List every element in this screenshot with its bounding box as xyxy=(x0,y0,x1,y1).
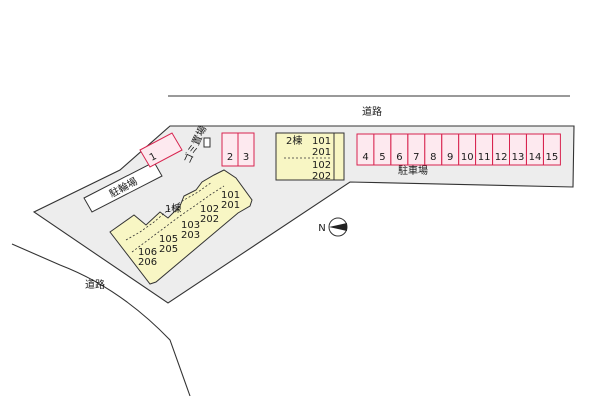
building-1-label: 1棟 xyxy=(165,202,181,215)
parking-stall-13: 13 xyxy=(509,133,527,166)
parking-stall-9-label: 9 xyxy=(447,152,453,163)
parking-stall-5: 5 xyxy=(373,133,392,166)
parking-stall-13-label: 13 xyxy=(512,152,525,163)
b2-unit-102: 102 xyxy=(312,160,331,171)
b1-unit-101: 101 xyxy=(221,190,240,201)
parking-stall-15-label: 15 xyxy=(546,152,559,163)
building-2-label: 2棟 xyxy=(286,134,302,147)
building-2: 2棟 101 201 102 202 xyxy=(275,132,345,182)
b1-unit-201: 201 xyxy=(221,200,240,211)
parking-label: 駐車場 xyxy=(398,164,428,177)
b1-unit-202: 202 xyxy=(200,214,219,225)
parking-stall-7-label: 7 xyxy=(413,152,419,163)
compass-north-label: N xyxy=(318,223,325,234)
parking-stall-14: 14 xyxy=(526,133,544,166)
stall-1-label: 1 xyxy=(148,151,159,164)
parking-stall-6: 6 xyxy=(390,133,409,166)
building-1: 1棟 101 201 102 202 103 203 105 205 106 2… xyxy=(109,169,253,285)
road-label-left: 道路 xyxy=(85,278,105,291)
parking-stall-4: 4 xyxy=(356,133,375,166)
compass-icon: N xyxy=(318,217,348,237)
parking-stall-12-label: 12 xyxy=(495,152,508,163)
parking-stall-6-label: 6 xyxy=(396,152,402,163)
b1-unit-203: 203 xyxy=(181,230,200,241)
building-2-end xyxy=(333,132,345,181)
b1-unit-105: 105 xyxy=(159,234,178,245)
parking-stall-10-label: 10 xyxy=(461,152,474,163)
b1-unit-205: 205 xyxy=(159,244,178,255)
parking-stall-8: 8 xyxy=(424,133,443,166)
parking-stall-5-label: 5 xyxy=(379,152,385,163)
parking-stall-11: 11 xyxy=(475,133,494,166)
b2-unit-202: 202 xyxy=(312,171,331,182)
b2-unit-101: 101 xyxy=(312,136,331,147)
parking-stall-10: 10 xyxy=(458,133,477,166)
parking-stall-11-label: 11 xyxy=(478,152,491,163)
parking-stall-2: 2 xyxy=(221,132,239,167)
parking-stall-3: 3 xyxy=(237,132,255,167)
parking-stall-7: 7 xyxy=(407,133,426,166)
b1-unit-206: 206 xyxy=(138,257,157,268)
road-label-top: 道路 xyxy=(362,105,382,118)
parking-stall-left: 1 xyxy=(139,132,183,168)
parking-stall-14-label: 14 xyxy=(529,152,542,163)
parking-stall-4-label: 4 xyxy=(362,152,368,163)
parking-stall-12: 12 xyxy=(492,133,511,166)
parking-stall-8-label: 8 xyxy=(430,152,436,163)
parking-stall-3-label: 3 xyxy=(243,152,249,163)
parking-stall-15: 15 xyxy=(543,133,561,166)
parking-stall-2-label: 2 xyxy=(227,152,233,163)
b1-unit-103: 103 xyxy=(181,220,200,231)
b1-unit-106: 106 xyxy=(138,247,157,258)
b1-unit-102: 102 xyxy=(200,204,219,215)
road-left-edge xyxy=(11,243,191,397)
b2-unit-201: 201 xyxy=(312,147,331,158)
parking-stall-9: 9 xyxy=(441,133,460,166)
garbage-box xyxy=(203,137,211,148)
